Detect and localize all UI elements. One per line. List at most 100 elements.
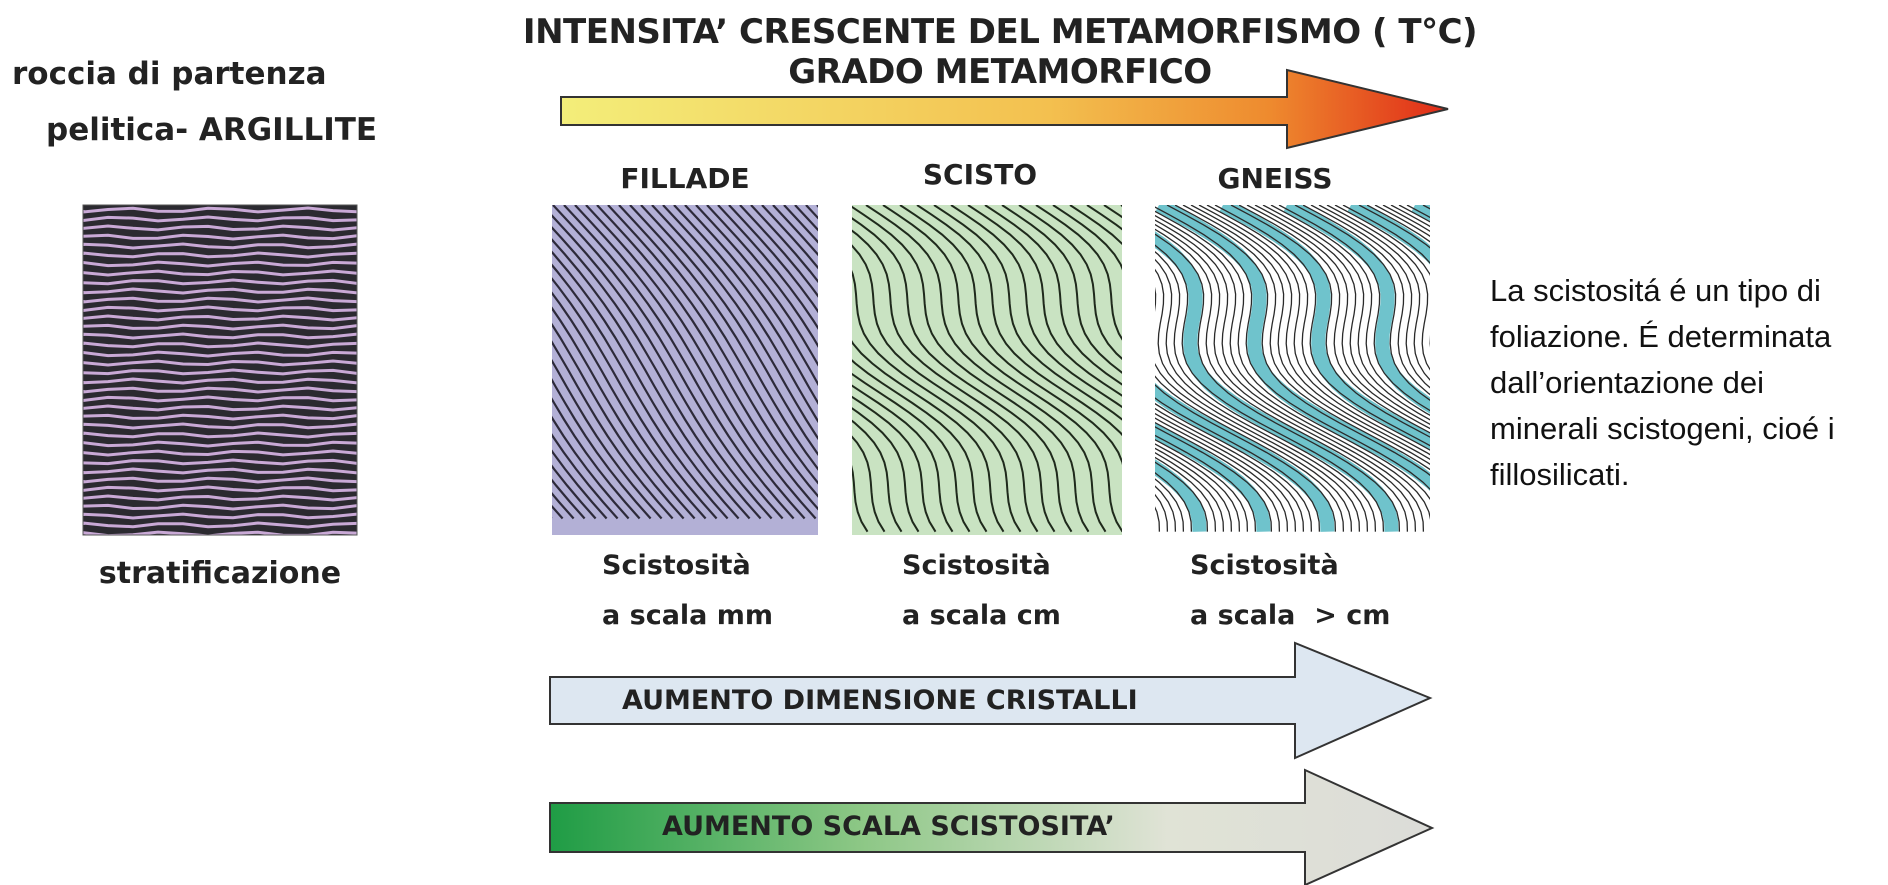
stratification-line [83,215,357,223]
start-rock-line1: roccia di partenza [12,56,327,92]
foliation-line [852,217,1073,533]
foliation-line [1190,205,1430,461]
scisto-scale-line2: a scala cm [902,600,1061,631]
stratification-line [83,242,357,250]
foliation-line [1155,456,1217,532]
foliation-line [1238,205,1430,434]
stratification-line [83,260,357,268]
foliation-line [1001,205,1122,374]
foliation-line [552,263,729,520]
foliation-line [852,419,903,533]
foliation-line [662,205,818,424]
foliation-line [1155,452,1225,532]
stratification-line [83,440,357,448]
foliation-line [1155,472,1193,532]
foliation-line [852,359,988,533]
foliation-line [552,504,564,520]
foliation-line [1018,205,1122,360]
stratification-line [83,467,357,475]
schistosity-scale-arrow [549,768,1435,885]
foliation-line [1155,402,1313,532]
foliation-line [1302,205,1430,396]
stratification-line [83,422,357,430]
diagram-title: INTENSITA’ CRESCENTE DEL METAMORFISMO ( … [522,12,1478,52]
stratification-line [83,512,357,520]
foliation-line [852,229,1056,533]
foliation-line [852,384,954,533]
foliation-line [852,395,937,533]
foliation-line [1326,205,1430,371]
stratification-line [83,503,357,511]
foliation-line [651,205,818,441]
fillade-scale-line1: Scistosità [602,550,751,581]
stratification-line [83,521,357,529]
foliation-line [1294,205,1430,401]
foliation-line [1155,268,1361,532]
rock-name-gneiss: GNEISS [1217,162,1333,195]
foliation-line [852,244,1039,533]
foliation-line [916,205,1122,437]
foliation-line [1155,397,1321,532]
fillade-scale-line2: a scala mm [602,600,774,631]
foliation-line [1155,407,1305,532]
stratification-line [83,476,357,484]
foliation-line [1155,426,1273,532]
scisto-texture [852,205,1122,535]
foliation-line [1270,205,1430,417]
foliation-line [1262,205,1430,421]
foliation-line [950,205,1122,409]
stratification-line [83,314,357,322]
foliation-line [1214,205,1430,447]
foliation-line [1155,286,1353,532]
foliation-line [684,205,818,387]
foliation-line [933,205,1122,421]
foliation-line [673,205,818,405]
gneiss-band [1219,205,1430,450]
foliation-line [552,291,707,520]
foliation-line [852,435,886,533]
foliation-line [1035,205,1122,341]
foliation-line [1155,233,1401,532]
foliation-line [552,491,575,520]
stratification-line [83,368,357,376]
foliation-line [750,205,818,284]
foliation-line [1155,228,1409,532]
foliation-line [1278,205,1430,412]
stratification-line [83,431,357,439]
foliation-line [1155,223,1417,532]
foliation-line [618,205,818,485]
stratification-line [83,350,357,358]
crystal-size-arrow-label: AUMENTO DIMENSIONE CRISTALLI [622,685,1138,716]
stratification-line [83,224,357,232]
stratification-line [83,449,357,457]
stratification-line [83,341,357,349]
start-rock-caption: stratificazione [98,556,342,591]
foliation-line [852,205,1090,533]
gneiss-texture [1155,205,1430,535]
foliation-line [1334,205,1430,348]
stratification-line [83,251,357,259]
foliation-line [1206,205,1430,451]
stratification-line [83,395,357,403]
stratification-line [83,305,357,313]
foliation-line [695,205,818,367]
foliation-line [728,205,818,314]
stratification-line [83,413,357,421]
gneiss-band [1155,382,1335,532]
rock-name-fillade: FILLADE [620,162,750,195]
stratification-line [83,359,357,367]
stratification-line [83,233,357,241]
foliation-line [552,358,663,520]
foliation-line [852,372,971,533]
foliation-line [739,205,818,298]
foliation-line [1318,205,1430,381]
foliation-line [596,205,818,511]
foliation-line [852,464,869,533]
foliation-line [967,205,1122,397]
foliation-line [640,205,818,456]
foliation-line [552,340,674,520]
foliation-line [899,205,1122,466]
foliation-line [552,226,762,520]
rock-name-scisto: SCISTO [922,158,1038,191]
